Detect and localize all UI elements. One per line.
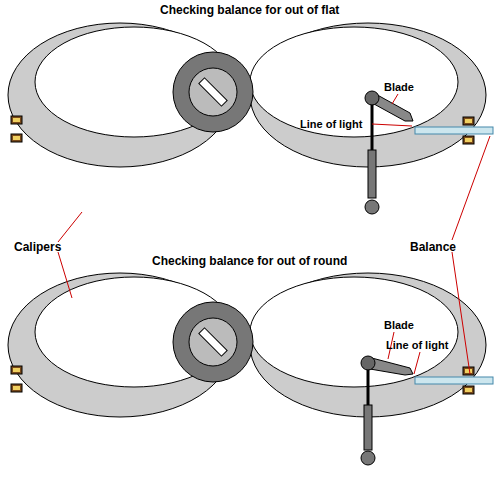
part-label: Calipers (14, 240, 61, 254)
part-label: Line of light (386, 338, 448, 352)
leader-lines (58, 94, 490, 374)
figure-title: Checking balance for out of flat (160, 3, 339, 17)
part-label: Line of light (300, 117, 362, 131)
calipers-top (8, 23, 493, 167)
figure-title: Checking balance for out of round (152, 254, 347, 268)
part-label: Blade (384, 80, 414, 94)
blade-stand-top (365, 91, 413, 214)
calipers-bottom (8, 273, 493, 417)
blade-stand-bottom (361, 356, 413, 465)
part-label: Balance (410, 240, 456, 254)
part-label: Blade (384, 318, 414, 332)
